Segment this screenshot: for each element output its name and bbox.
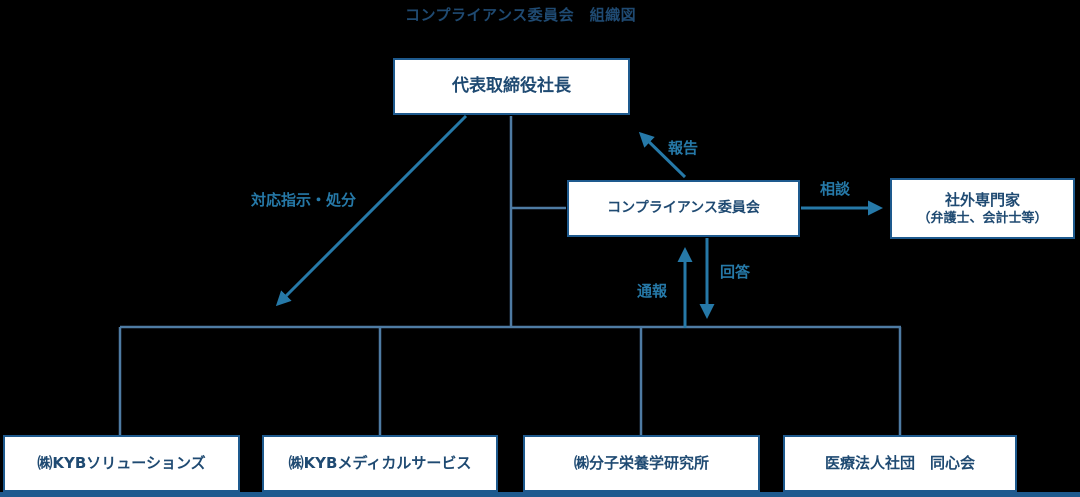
box-compliance-committee: コンプライアンス委員会 — [567, 180, 800, 237]
report-arrow — [638, 131, 687, 179]
answer-arrow-label: 回答 — [720, 263, 751, 281]
subsidiary-label: ㈱分子栄養学研究所 — [573, 454, 709, 473]
box-president-label: 代表取締役社長 — [452, 76, 571, 97]
chart-title: コンプライアンス委員会 組織図 — [405, 6, 637, 24]
bottom-accent-bar — [0, 492, 1080, 497]
box-subsidiary-kyb-solutions: ㈱KYBソリューションズ — [3, 435, 240, 492]
box-subsidiary-doshinkai: 医療法人社団 同心会 — [783, 435, 1017, 492]
flow-arrows — [275, 114, 883, 328]
box-external-experts: 社外専門家 （弁護士、会計士等） — [890, 178, 1075, 239]
org-tree-lines — [118, 116, 902, 436]
box-external-label-line2: （弁護士、会計士等） — [917, 210, 1048, 226]
directive-arrow — [275, 114, 468, 307]
subsidiary-label: ㈱KYBメディカルサービス — [288, 454, 472, 473]
box-subsidiary-kyb-medical-service: ㈱KYBメディカルサービス — [262, 435, 498, 492]
box-president: 代表取締役社長 — [393, 58, 630, 115]
report-arrow-label: 報告 — [668, 139, 699, 157]
subsidiary-label: 医療法人社団 同心会 — [824, 454, 975, 473]
whistle-arrow-label: 通報 — [637, 282, 668, 300]
box-committee-label: コンプライアンス委員会 — [607, 200, 760, 217]
box-subsidiary-molecular-nutrition-lab: ㈱分子栄養学研究所 — [523, 435, 760, 492]
directive-arrow-label: 対応指示・処分 — [251, 191, 357, 209]
consult-arrow-label: 相談 — [820, 180, 851, 198]
box-external-label-line1: 社外専門家 — [944, 190, 1020, 209]
subsidiary-label: ㈱KYBソリューションズ — [37, 454, 206, 473]
